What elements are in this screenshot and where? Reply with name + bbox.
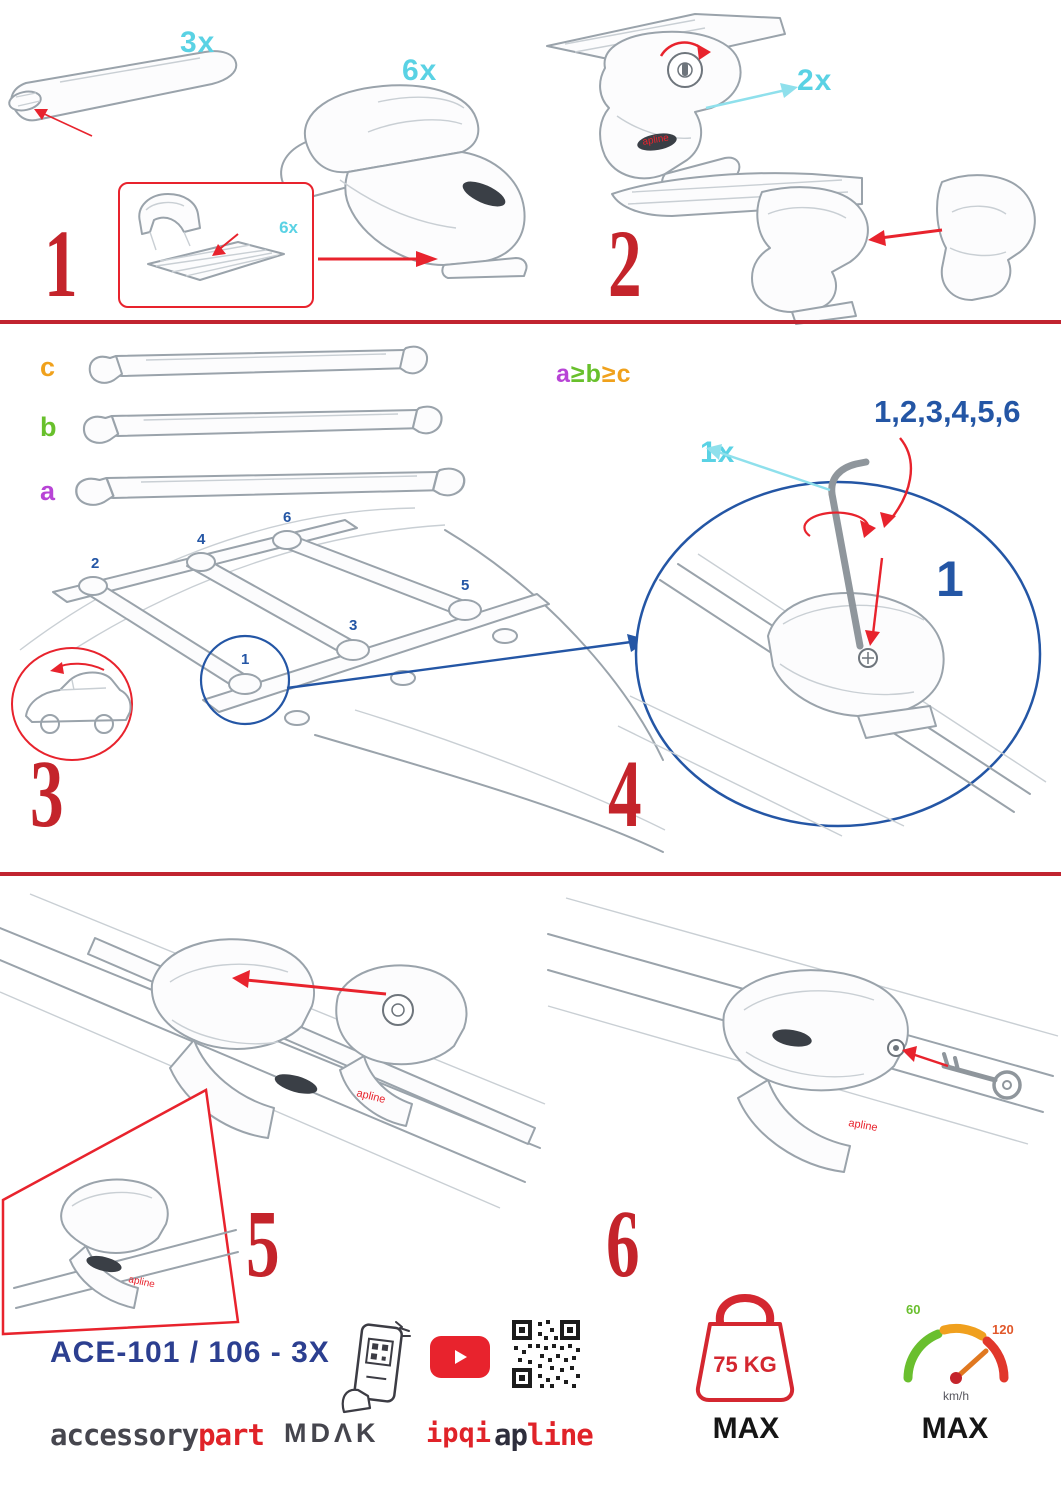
position-2: 2 bbox=[91, 555, 99, 572]
speed-low-label: 60 bbox=[906, 1302, 920, 1317]
formula-ge1: ≥ bbox=[570, 360, 586, 388]
lock-callout-arrow bbox=[705, 83, 798, 110]
lock-insert-arrow bbox=[232, 970, 387, 996]
foot-brand-text: apline bbox=[642, 132, 671, 148]
weight-max-label: MAX bbox=[712, 1412, 780, 1445]
step-6-number: 6 bbox=[606, 1190, 640, 1297]
speed-unit-label: km/h bbox=[943, 1389, 969, 1403]
formula-b: b bbox=[585, 360, 602, 388]
foot-brand-badge bbox=[462, 181, 506, 207]
crossbar-drawing bbox=[8, 50, 238, 137]
step-2-number: 2 bbox=[608, 210, 642, 317]
weight-value: 75 KG bbox=[713, 1352, 777, 1377]
qr-code bbox=[512, 1320, 580, 1388]
mdak-logo: MDΛK bbox=[284, 1418, 380, 1448]
brand-accessory: accessory bbox=[50, 1418, 199, 1452]
lock-quantity-label: 2x bbox=[797, 64, 833, 97]
rubber-pad-drawing bbox=[138, 193, 285, 281]
max-weight-icon: 75 KG bbox=[695, 1294, 795, 1402]
formula-c: c bbox=[616, 360, 632, 388]
foot-assembly-drawing bbox=[280, 84, 528, 279]
inset-to-foot-arrow bbox=[318, 251, 438, 267]
section-divider-1 bbox=[0, 320, 1061, 324]
accessorypart-logo: accessorypart bbox=[50, 1418, 265, 1452]
foot-brand-badge bbox=[274, 1074, 318, 1094]
foot-brand-badge bbox=[86, 1255, 122, 1273]
step-5-number: 5 bbox=[246, 1190, 280, 1297]
lock-insert-drawing: apline bbox=[0, 893, 546, 1209]
size-order-formula: a≥b≥c bbox=[556, 360, 632, 389]
mounted-foot-inset: apline bbox=[1, 1088, 240, 1336]
bar-pointer-arrow bbox=[34, 109, 93, 137]
foot-lock-drawing: apline bbox=[546, 13, 786, 193]
position-5: 5 bbox=[461, 577, 469, 594]
car-silhouette bbox=[25, 671, 132, 734]
foot-brand-badge bbox=[772, 1029, 812, 1047]
screw-pointer-arrow bbox=[865, 557, 884, 646]
key-insert-arrow bbox=[902, 1046, 949, 1068]
car-direction-inset bbox=[11, 647, 133, 761]
formula-a: a bbox=[556, 360, 571, 388]
foot-brand-text: apline bbox=[847, 1117, 878, 1134]
size-a-label: a bbox=[40, 476, 56, 506]
position-1-highlight bbox=[199, 634, 291, 726]
brand-part: part bbox=[198, 1418, 265, 1452]
ipqi-logo: ipqi bbox=[426, 1418, 492, 1449]
allen-key-icon bbox=[828, 458, 870, 650]
key-lock-drawing: apline bbox=[547, 897, 1059, 1173]
step-4-number: 4 bbox=[608, 740, 642, 847]
bar-quantity-label: 3x bbox=[180, 26, 216, 59]
rubber-pad-inset: 6x bbox=[118, 182, 314, 308]
youtube-icon bbox=[430, 1336, 490, 1378]
lock-cylinder-icon bbox=[382, 994, 414, 1026]
position-1: 1 bbox=[241, 651, 249, 668]
position-3: 3 bbox=[349, 617, 357, 634]
position-4: 4 bbox=[197, 531, 206, 548]
apline-logo: apline bbox=[494, 1418, 594, 1452]
step-3-number: 3 bbox=[30, 740, 64, 847]
size-b-label: b bbox=[40, 412, 57, 442]
apline-line: line bbox=[526, 1418, 594, 1452]
section-divider-2 bbox=[0, 872, 1061, 876]
tool-callout-line bbox=[706, 444, 831, 492]
foot-brand-badge bbox=[637, 133, 677, 151]
model-number: ACE-101 / 106 - 3X bbox=[50, 1336, 330, 1369]
crossbar-sizes-drawing bbox=[75, 345, 466, 506]
formula-ge2: ≥ bbox=[601, 360, 617, 388]
rotate-lock-arrow bbox=[659, 41, 711, 60]
front-direction-arrow bbox=[50, 662, 105, 674]
endcap-attach-arrow bbox=[868, 228, 943, 246]
endcap-assembly-drawing bbox=[611, 172, 1036, 325]
key-icon bbox=[941, 1052, 1022, 1100]
max-speed-icon: 60 120 km/h bbox=[903, 1302, 1014, 1403]
step-1-number: 1 bbox=[44, 210, 78, 317]
speed-max-label: MAX bbox=[921, 1412, 989, 1445]
position-6: 6 bbox=[283, 509, 291, 526]
pad-insert-arrow bbox=[212, 233, 239, 256]
size-c-label: c bbox=[40, 352, 56, 382]
pad-quantity-label: 6x bbox=[279, 218, 298, 237]
first-position-label: 1 bbox=[936, 551, 964, 607]
apline-ap: ap bbox=[494, 1418, 528, 1452]
roof-installation-drawing: 2 4 6 1 3 5 bbox=[14, 507, 666, 853]
foot-quantity-label: 6x bbox=[402, 54, 438, 87]
tightening-detail-drawing: 1 bbox=[617, 437, 1047, 837]
lock-cylinder-icon bbox=[667, 52, 703, 88]
tighten-sequence-label: 1,2,3,4,5,6 bbox=[874, 394, 1021, 429]
phone-scan-icon bbox=[341, 1321, 411, 1414]
sequence-start-arrow bbox=[880, 437, 913, 528]
rotate-key-arrow bbox=[803, 511, 876, 538]
speed-high-label: 120 bbox=[992, 1322, 1014, 1337]
